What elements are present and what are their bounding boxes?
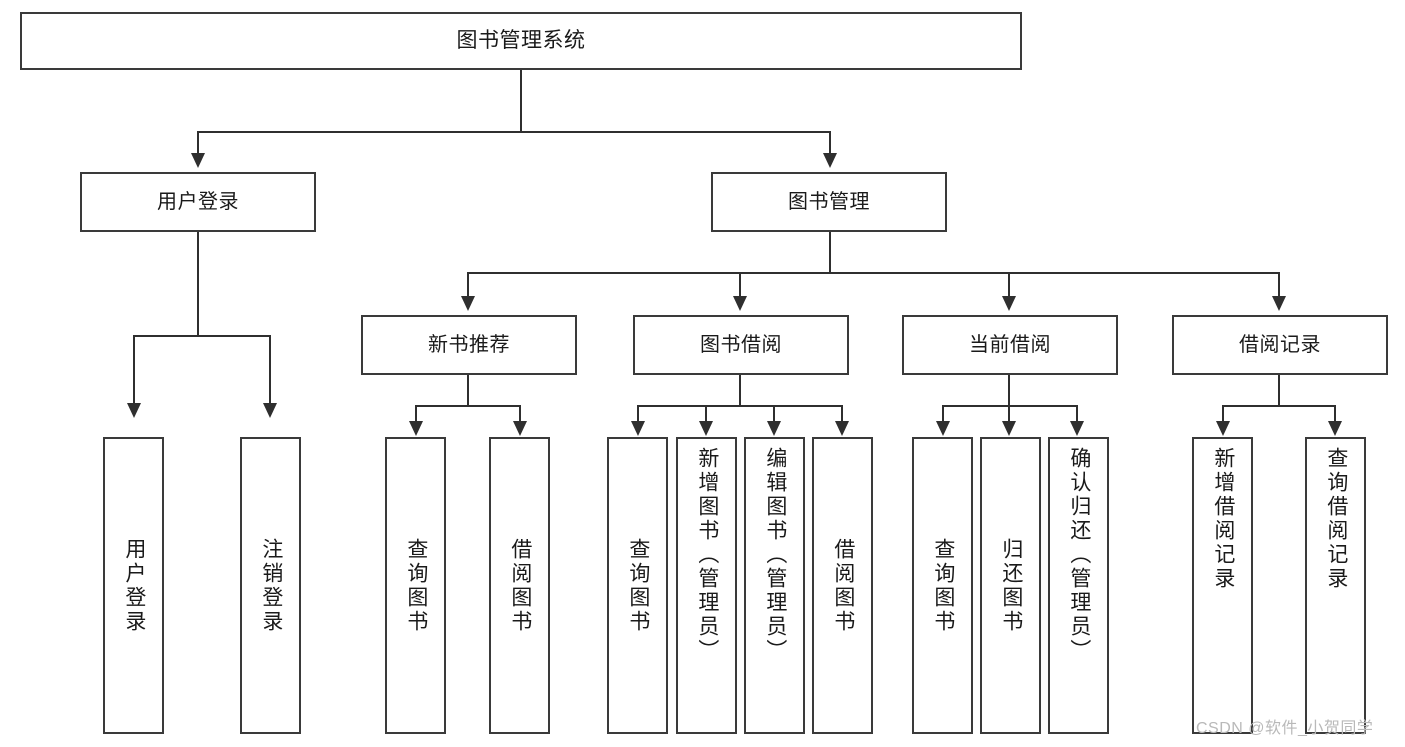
leaf-borrow-record-query-label: 查询借阅记录 — [1324, 447, 1348, 591]
leaf-current-borrow-return-label: 归还图书 — [999, 537, 1023, 634]
connector-borrow-record-stem — [1278, 375, 1280, 407]
arrowhead-current-borrow-leaf-2 — [1002, 421, 1016, 436]
leaf-current-borrow-query-label: 查询图书 — [931, 537, 955, 634]
connector-borrow-record-leaf-2 — [1334, 405, 1336, 423]
connector-to-book-borrow — [739, 272, 741, 298]
node-root-system[interactable]: 图书管理系统 — [20, 12, 1022, 70]
connector-book-borrow-leaf-3 — [773, 405, 775, 423]
connector-book-management-stem — [829, 232, 831, 274]
connector-user-login-leaf-1 — [133, 335, 135, 405]
connector-borrow-record-leaf-1 — [1222, 405, 1224, 423]
node-book-management-label: 图书管理 — [788, 190, 870, 213]
connector-new-book-leaf-1 — [415, 405, 417, 423]
csdn-watermark: CSDN @软件_小贺同学 — [1196, 720, 1374, 737]
connector-current-borrow-leaf-3 — [1076, 405, 1078, 423]
arrowhead-current-borrow-leaf-1 — [936, 421, 950, 436]
leaf-book-borrow-borrow[interactable]: 借阅图书 — [812, 437, 873, 734]
leaf-user-login-logout[interactable]: 注销登录 — [240, 437, 301, 734]
leaf-new-book-borrow-label: 借阅图书 — [508, 537, 532, 634]
arrowhead-user-login-leaf-1 — [127, 403, 141, 418]
node-new-book-recommend-label: 新书推荐 — [428, 333, 510, 356]
leaf-book-borrow-edit-label: 编辑图书（管理员） — [763, 447, 787, 663]
connector-current-borrow-leaf-1 — [942, 405, 944, 423]
node-borrow-record[interactable]: 借阅记录 — [1172, 315, 1388, 375]
connector-user-login-bar — [133, 335, 269, 337]
node-book-management[interactable]: 图书管理 — [711, 172, 947, 232]
connector-to-new-book — [467, 272, 469, 298]
arrowhead-to-borrow-record — [1272, 296, 1286, 311]
arrowhead-to-user-login — [191, 153, 205, 168]
arrowhead-to-new-book — [461, 296, 475, 311]
node-user-login[interactable]: 用户登录 — [80, 172, 316, 232]
node-current-borrow[interactable]: 当前借阅 — [902, 315, 1118, 375]
leaf-current-borrow-confirm[interactable]: 确认归还（管理员） — [1048, 437, 1109, 734]
leaf-user-login-login-label: 用户登录 — [122, 537, 146, 634]
connector-to-current-borrow — [1008, 272, 1010, 298]
leaf-borrow-record-query[interactable]: 查询借阅记录 — [1305, 437, 1366, 734]
node-book-borrow-label: 图书借阅 — [700, 333, 782, 356]
leaf-user-login-login[interactable]: 用户登录 — [103, 437, 164, 734]
leaf-new-book-query[interactable]: 查询图书 — [385, 437, 446, 734]
arrowhead-new-book-leaf-2 — [513, 421, 527, 436]
connector-new-book-leaf-2 — [519, 405, 521, 423]
leaf-user-login-logout-label: 注销登录 — [259, 537, 283, 634]
leaf-book-borrow-query[interactable]: 查询图书 — [607, 437, 668, 734]
leaf-borrow-record-add[interactable]: 新增借阅记录 — [1192, 437, 1253, 734]
arrowhead-to-book-borrow — [733, 296, 747, 311]
connector-current-borrow-bar — [942, 405, 1078, 407]
arrowhead-borrow-record-leaf-1 — [1216, 421, 1230, 436]
arrowhead-user-login-leaf-2 — [263, 403, 277, 418]
leaf-book-borrow-edit[interactable]: 编辑图书（管理员） — [744, 437, 805, 734]
connector-to-user-login — [197, 131, 199, 155]
arrowhead-new-book-leaf-1 — [409, 421, 423, 436]
leaf-book-borrow-add[interactable]: 新增图书（管理员） — [676, 437, 737, 734]
node-borrow-record-label: 借阅记录 — [1239, 333, 1321, 356]
leaf-book-borrow-add-label: 新增图书（管理员） — [695, 447, 719, 663]
connector-to-borrow-record — [1278, 272, 1280, 298]
node-user-login-label: 用户登录 — [157, 190, 239, 213]
connector-book-borrow-leaf-4 — [841, 405, 843, 423]
connector-current-borrow-stem — [1008, 375, 1010, 407]
arrowhead-to-current-borrow — [1002, 296, 1016, 311]
connector-current-borrow-leaf-2 — [1008, 405, 1010, 423]
connector-book-borrow-stem — [739, 375, 741, 407]
connector-level2-bar — [197, 131, 831, 133]
leaf-current-borrow-query[interactable]: 查询图书 — [912, 437, 973, 734]
connector-new-book-bar — [415, 405, 520, 407]
connector-new-book-stem — [467, 375, 469, 407]
node-current-borrow-label: 当前借阅 — [969, 333, 1051, 356]
connector-user-login-stem — [197, 232, 199, 336]
arrowhead-book-borrow-leaf-4 — [835, 421, 849, 436]
arrowhead-borrow-record-leaf-2 — [1328, 421, 1342, 436]
leaf-new-book-borrow[interactable]: 借阅图书 — [489, 437, 550, 734]
leaf-current-borrow-confirm-label: 确认归还（管理员） — [1067, 447, 1091, 663]
leaf-book-borrow-query-label: 查询图书 — [626, 537, 650, 634]
arrowhead-current-borrow-leaf-3 — [1070, 421, 1084, 436]
connector-book-borrow-leaf-2 — [705, 405, 707, 423]
arrowhead-book-borrow-leaf-3 — [767, 421, 781, 436]
leaf-new-book-query-label: 查询图书 — [404, 537, 428, 634]
connector-book-borrow-leaf-1 — [637, 405, 639, 423]
connector-to-book-management — [829, 131, 831, 155]
connector-user-login-leaf-2 — [269, 335, 271, 405]
node-root-label: 图书管理系统 — [456, 28, 586, 52]
connector-root-stem — [520, 70, 522, 132]
leaf-borrow-record-add-label: 新增借阅记录 — [1211, 447, 1235, 591]
connector-borrow-record-bar — [1222, 405, 1335, 407]
leaf-current-borrow-return[interactable]: 归还图书 — [980, 437, 1041, 734]
arrowhead-book-borrow-leaf-2 — [699, 421, 713, 436]
arrowhead-to-book-management — [823, 153, 837, 168]
node-book-borrow[interactable]: 图书借阅 — [633, 315, 849, 375]
connector-level3-bar — [467, 272, 1280, 274]
node-new-book-recommend[interactable]: 新书推荐 — [361, 315, 577, 375]
connector-book-borrow-bar — [637, 405, 842, 407]
leaf-book-borrow-borrow-label: 借阅图书 — [831, 537, 855, 634]
arrowhead-book-borrow-leaf-1 — [631, 421, 645, 436]
